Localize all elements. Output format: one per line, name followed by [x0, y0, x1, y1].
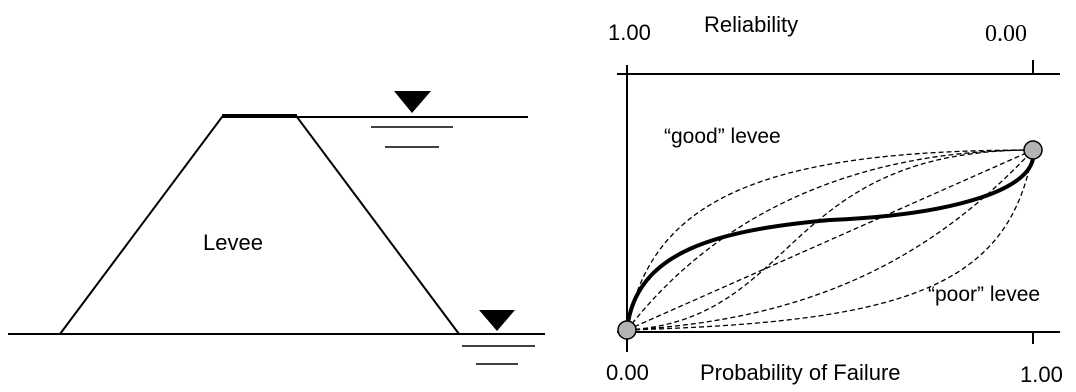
levee-body-label: Levee [203, 230, 263, 255]
bottom-axis-left-tick-label: 0.00 [606, 360, 649, 385]
top-axis-title: Reliability [704, 12, 799, 37]
water-level-triangle-icon [479, 310, 515, 331]
bottom-axis-title: Probability of Failure [700, 360, 901, 385]
bottom-axis-right-tick-label: 1.00 [1020, 362, 1063, 387]
top-axis-right-tick-label: 0.00 [985, 21, 1027, 47]
top-axis-left-tick-label: 1.00 [608, 20, 651, 45]
high-water-level-marker [371, 91, 453, 148]
plot-frame [617, 60, 1060, 352]
good-levee-label: “good” levee [664, 125, 781, 148]
poor-levee-curve [626, 149, 1034, 331]
low-water-level-marker [462, 310, 535, 365]
s-curve-dashed [626, 149, 1034, 331]
dashed-curves [626, 149, 1034, 331]
upper-endpoint-marker [1023, 140, 1043, 160]
levee-outline [59, 116, 460, 335]
levee-cross-section [8, 114, 545, 335]
poor-levee-label: “poor” levee [928, 283, 1041, 306]
good-levee-curve-upper [626, 149, 1034, 331]
straight-diagonal-dashed [626, 149, 1034, 331]
water-level-triangle-icon [394, 91, 431, 113]
poor-levee-curve-lower [626, 149, 1034, 331]
origin-endpoint-marker [617, 320, 637, 340]
solid-reliability-curve [625, 149, 1036, 331]
